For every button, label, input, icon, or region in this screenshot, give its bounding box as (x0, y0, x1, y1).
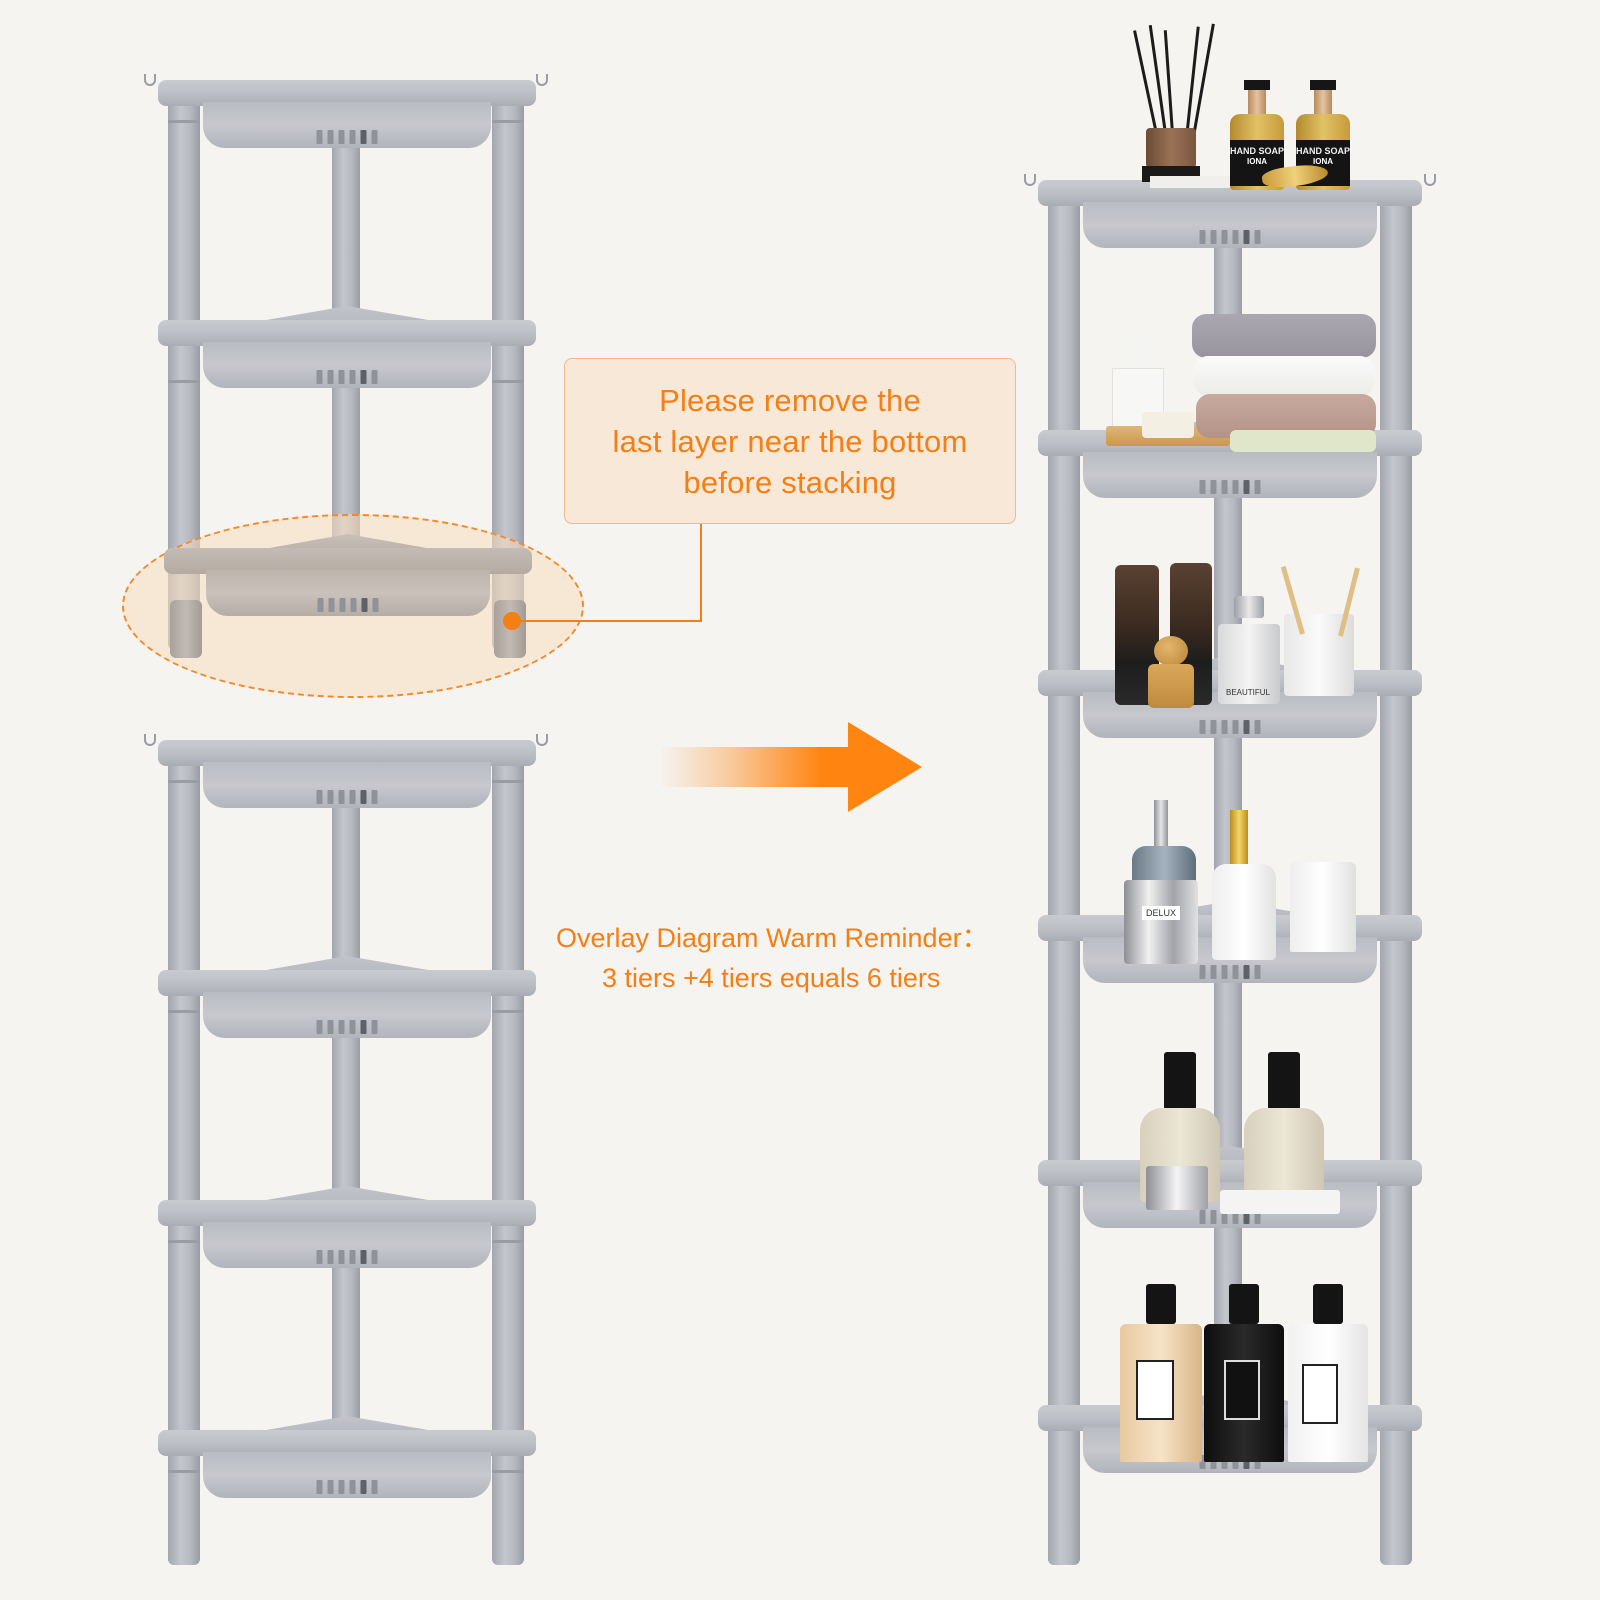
hook-icon (1424, 174, 1436, 186)
towel-white (1194, 356, 1374, 396)
removable-bottom-tier (164, 534, 532, 628)
shelf-pole-left (1048, 190, 1080, 1565)
candle-label: DELUX (1142, 906, 1181, 920)
callout-text: Please remove the last layer near the bo… (612, 382, 968, 500)
reminder-detail: 3 tiers +4 tiers equals 6 tiers (602, 963, 941, 993)
marble-soap-dispenser (1212, 810, 1276, 960)
shelf-pole-right (1380, 190, 1412, 1565)
hook-icon (144, 74, 156, 86)
shelf-pole-center (332, 790, 360, 1490)
overlay-reminder: Overlay Diagram Warm Reminder： 3 tiers +… (556, 918, 1016, 998)
shelf-tier (158, 1416, 536, 1510)
shelf-foot-left (170, 600, 202, 658)
hook-icon (536, 74, 548, 86)
white-soap-dish (1220, 1190, 1340, 1214)
stone-soap-dispenser (1244, 1052, 1324, 1202)
shelf-tier (158, 80, 536, 160)
callout-anchor-dot (503, 612, 521, 630)
shelf-tier (158, 1186, 536, 1280)
soap-bar (1142, 412, 1194, 438)
shelf-pole-left (168, 750, 200, 1565)
perfume-label: BEAUTIFUL (1226, 688, 1271, 697)
shelf-tier (158, 306, 536, 400)
towel-gray (1192, 314, 1376, 358)
foam-pump-bottle (1110, 330, 1166, 430)
arrow-head-icon (848, 722, 922, 812)
four-tier-shelf (144, 730, 550, 1570)
perfume-bottle: BEAUTIFUL (1218, 596, 1280, 704)
marble-tray (1150, 176, 1230, 188)
chrome-tumbler (1146, 1166, 1208, 1210)
shampoo-bottle-black (1204, 1284, 1284, 1462)
candle-jar: DELUX (1124, 880, 1198, 964)
towel-green (1230, 430, 1376, 452)
reed-diffuser (1133, 18, 1215, 182)
marble-tumbler (1290, 862, 1356, 952)
arrow-right-icon (660, 747, 850, 787)
shelf-tier (1038, 180, 1422, 260)
shampoo-bottle-clear (1120, 1284, 1202, 1462)
shelf-tier (158, 740, 536, 820)
callout-leader-line (512, 620, 702, 622)
reminder-title: Overlay Diagram Warm Reminder： (556, 923, 989, 953)
shampoo-bottle-white (1288, 1284, 1368, 1462)
callout-leader-line (700, 524, 702, 622)
shelf-tier (158, 956, 536, 1050)
hook-icon (144, 734, 156, 746)
hook-icon (1024, 174, 1036, 186)
shelf-pole-right (492, 750, 524, 1565)
removal-callout: Please remove the last layer near the bo… (564, 358, 1016, 524)
hook-icon (536, 734, 548, 746)
wooden-brush (1148, 636, 1194, 708)
